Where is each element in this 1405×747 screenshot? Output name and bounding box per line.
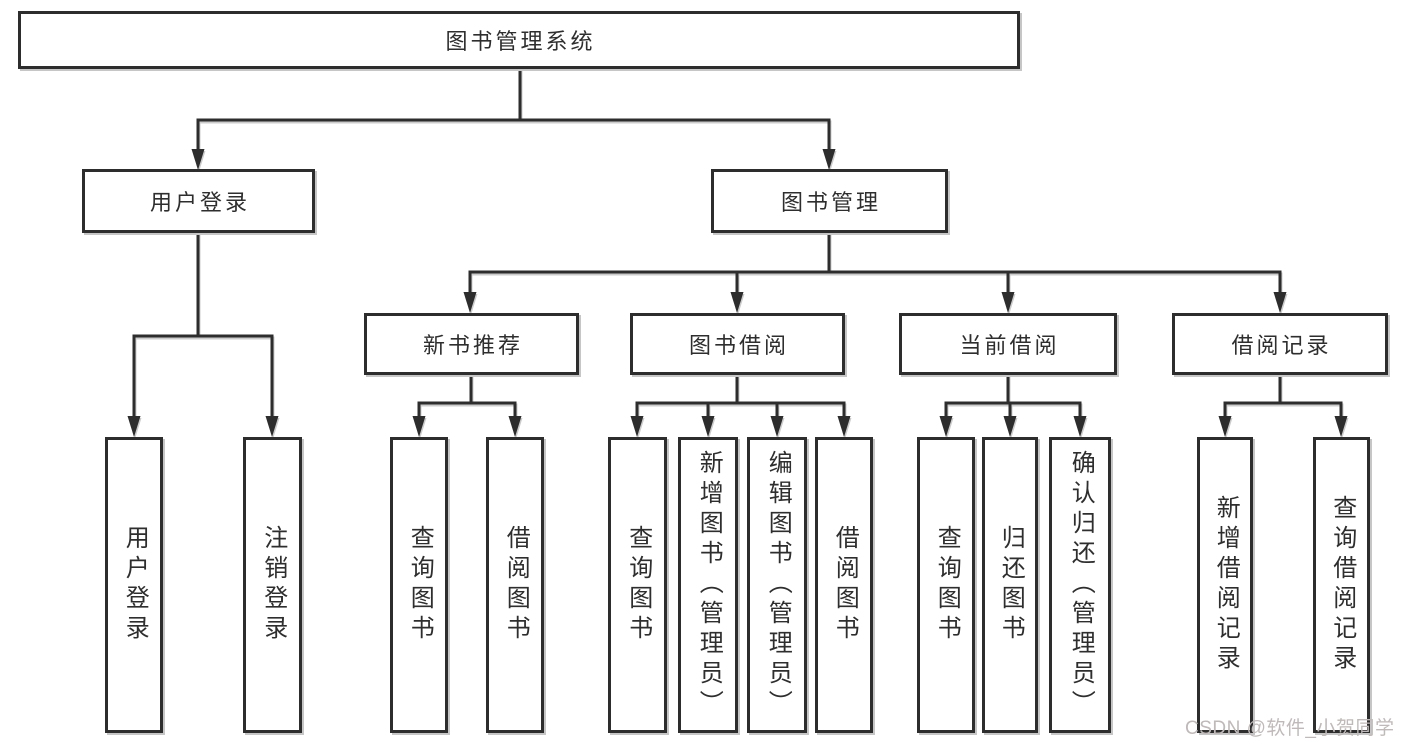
- leaf-borrow-edit-books-admin: 编辑图书（管理员）: [747, 437, 807, 733]
- node-current-borrowing: 当前借阅: [899, 313, 1117, 375]
- csdn-watermark: CSDN @软件_小贺同学: [1185, 718, 1395, 739]
- leaf-current-confirm-return-admin: 确认归还（管理员）: [1049, 437, 1111, 733]
- arrowheads: [127, 149, 1348, 437]
- arrowhead: [127, 416, 141, 437]
- arrowhead: [939, 416, 953, 437]
- node-label: 编辑图书（管理员）: [764, 450, 792, 720]
- arrowhead: [191, 149, 205, 170]
- node-label: 新增借阅记录: [1212, 495, 1240, 675]
- tree-edges: [132, 67, 1343, 428]
- leaf-logout-login: 注销登录: [243, 437, 302, 733]
- node-label: 查询图书: [624, 525, 652, 645]
- node-label: 当前借阅: [959, 333, 1060, 358]
- node-label: 归还图书: [997, 525, 1025, 645]
- leaf-records-add-borrow-record: 新增借阅记录: [1197, 437, 1253, 733]
- node-user-login: 用户登录: [82, 169, 315, 233]
- arrowhead: [265, 416, 279, 437]
- node-library-management-system: 图书管理系统: [18, 11, 1020, 69]
- node-label: 图书管理系统: [445, 29, 596, 54]
- arrowhead: [1218, 416, 1232, 437]
- leaf-current-return-books: 归还图书: [982, 437, 1038, 733]
- node-label: 图书管理: [780, 190, 881, 215]
- node-new-book-recommendation: 新书推荐: [364, 313, 579, 375]
- leaf-borrow-add-books-admin: 新增图书（管理员）: [678, 437, 738, 733]
- node-label: 借阅图书: [502, 525, 530, 645]
- node-borrowing-records: 借阅记录: [1172, 313, 1388, 375]
- arrowhead: [770, 416, 784, 437]
- node-label: 借阅记录: [1231, 333, 1332, 358]
- node-label: 用户登录: [121, 525, 149, 645]
- leaf-user-login: 用户登录: [105, 437, 163, 733]
- leaf-recommend-query-books: 查询图书: [390, 437, 448, 733]
- arrowhead: [822, 149, 836, 170]
- leaf-borrow-borrow-books: 借阅图书: [815, 437, 873, 733]
- arrowhead: [508, 416, 522, 437]
- arrowhead: [1003, 416, 1017, 437]
- node-label: 借阅图书: [831, 525, 859, 645]
- node-label: 新书推荐: [422, 333, 523, 358]
- arrowhead: [1334, 416, 1348, 437]
- arrowhead: [1001, 292, 1015, 313]
- leaf-records-query-borrow-record: 查询借阅记录: [1313, 437, 1370, 733]
- node-label: 查询图书: [406, 525, 434, 645]
- arrowhead: [630, 416, 644, 437]
- node-label: 注销登录: [259, 525, 287, 645]
- node-label: 确认归还（管理员）: [1067, 450, 1095, 720]
- node-book-borrowing: 图书借阅: [630, 313, 845, 375]
- arrowhead: [1073, 416, 1087, 437]
- leaf-borrow-query-books: 查询图书: [608, 437, 667, 733]
- leaf-current-query-books: 查询图书: [917, 437, 975, 733]
- node-label: 查询借阅记录: [1328, 495, 1356, 675]
- arrowhead: [730, 292, 744, 313]
- node-label: 用户登录: [149, 190, 250, 215]
- leaf-recommend-borrow-books: 借阅图书: [486, 437, 544, 733]
- node-label: 新增图书（管理员）: [695, 450, 723, 720]
- arrowhead: [412, 416, 426, 437]
- arrowhead: [1273, 292, 1287, 313]
- arrowhead: [837, 416, 851, 437]
- node-label: 图书借阅: [688, 333, 789, 358]
- node-book-management: 图书管理: [711, 169, 948, 233]
- arrowhead: [463, 292, 477, 313]
- node-label: 查询图书: [933, 525, 961, 645]
- arrowhead: [701, 416, 715, 437]
